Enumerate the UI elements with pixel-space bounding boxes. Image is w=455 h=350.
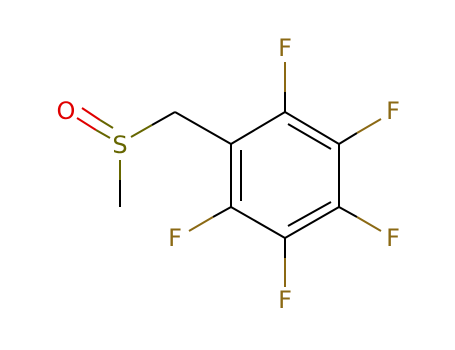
- bond-s-ch2: [130, 111, 176, 138]
- atom-fluorine-left: F: [168, 224, 182, 252]
- bond-ch2-ring: [174, 111, 232, 145]
- atom-oxygen: O: [57, 97, 76, 125]
- atom-sulfur: S: [112, 131, 127, 159]
- bond-c-f-upper-right: [338, 118, 382, 145]
- bond-o-s-double: [76, 107, 114, 139]
- atom-fluorine-lower-right: F: [386, 224, 400, 252]
- bond-c-f-left: [188, 206, 232, 232]
- bond-c-f-lower-right: [338, 206, 382, 232]
- benzene-ring: [230, 111, 340, 239]
- atom-fluorine-bottom: F: [278, 286, 292, 314]
- atom-fluorine-upper-right: F: [386, 97, 400, 125]
- atom-fluorine-top: F: [278, 34, 292, 62]
